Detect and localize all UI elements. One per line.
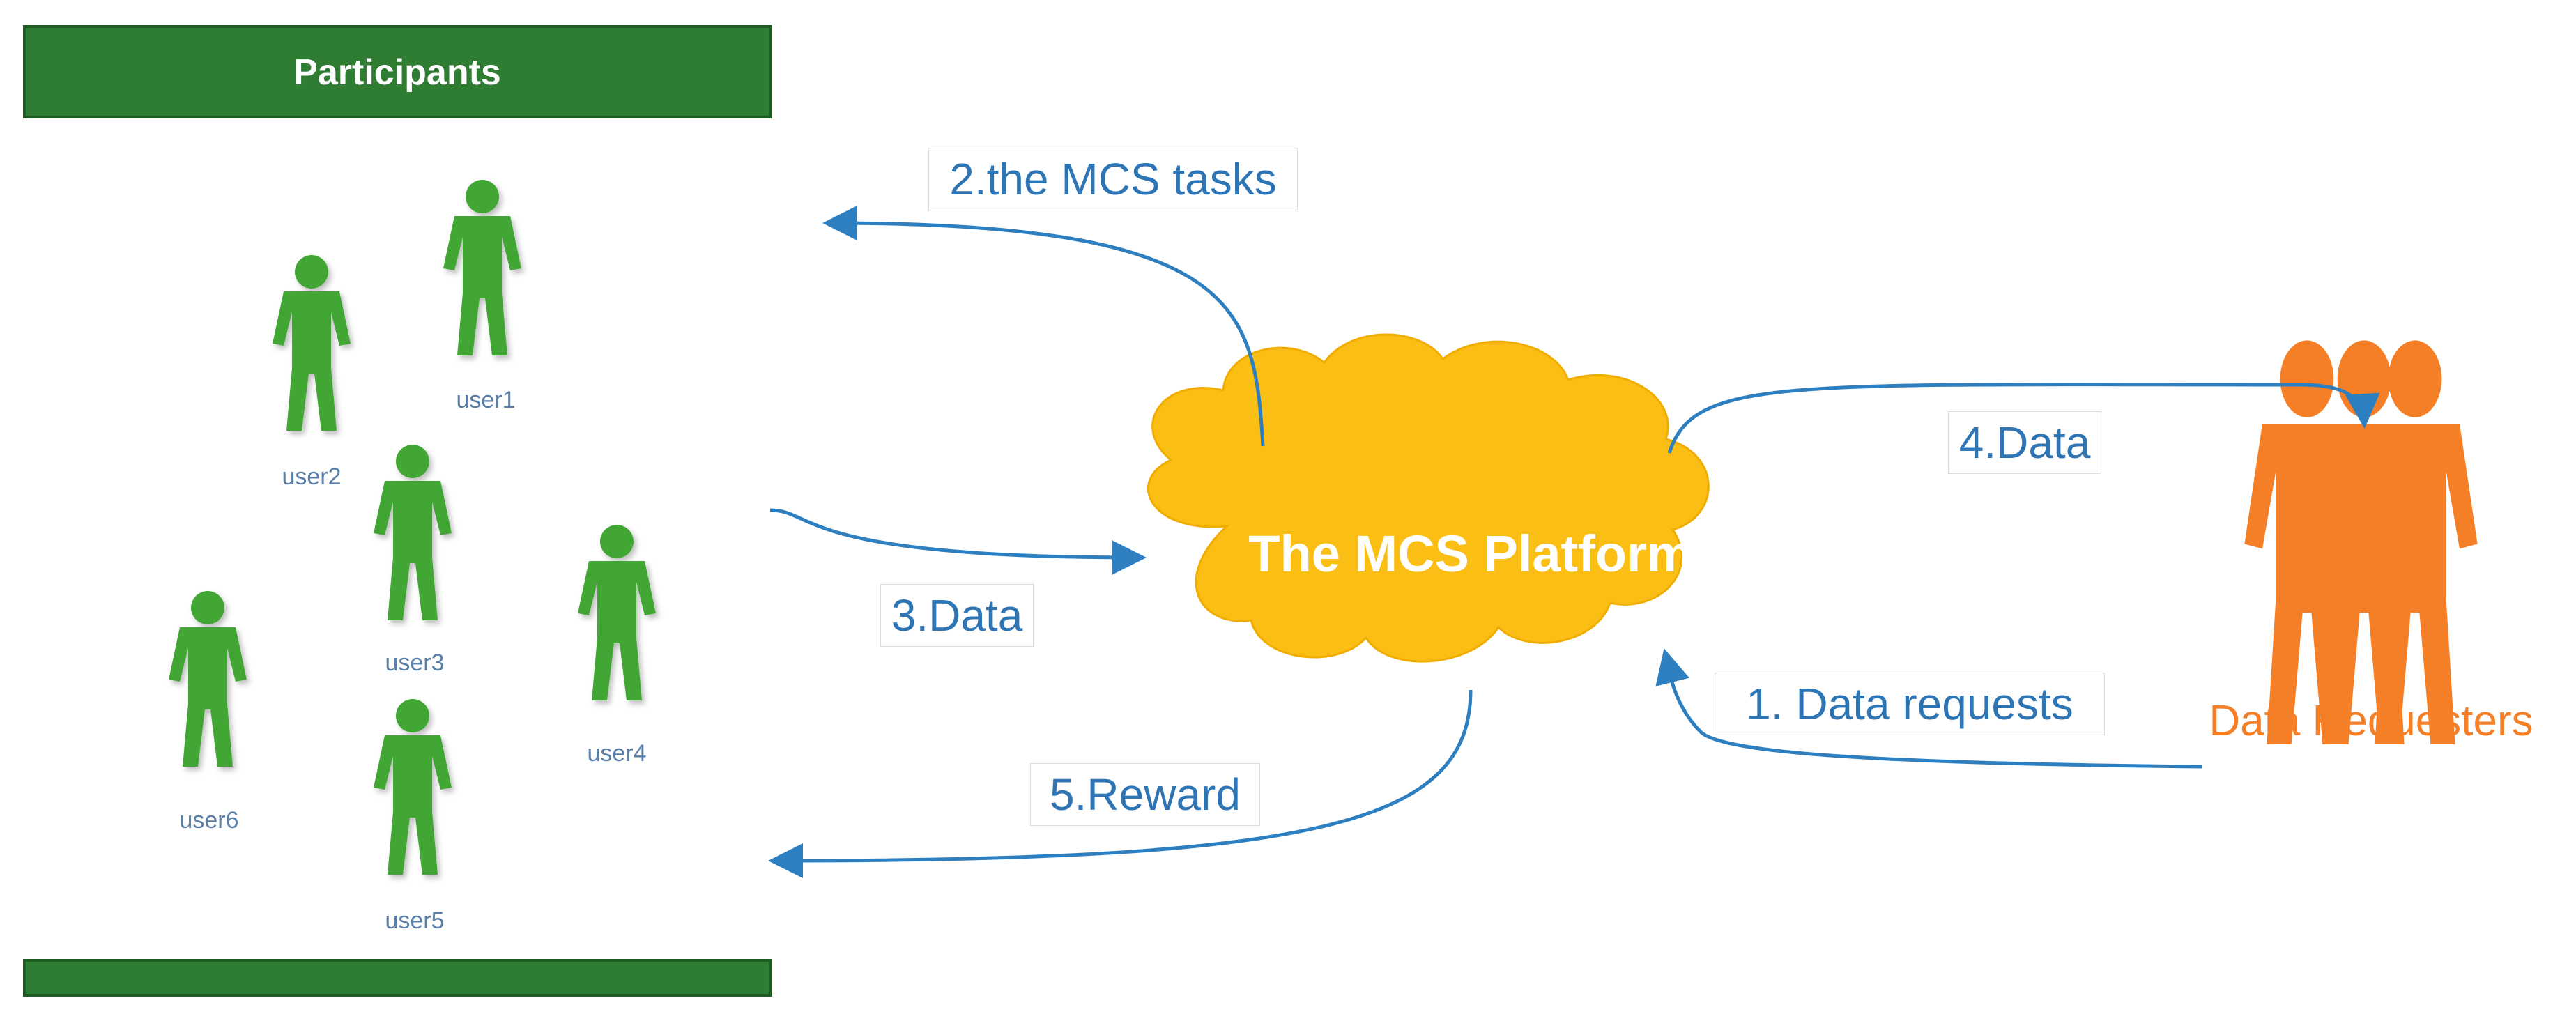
user3-figure: [374, 445, 452, 620]
mcs-platform-cloud: The MCS Platform: [1147, 333, 1710, 663]
user6-figure: [169, 591, 247, 767]
user1-label: user1: [456, 387, 515, 413]
user5-label: user5: [385, 907, 444, 934]
arrow-participant-data: [769, 508, 1147, 575]
label-participant-data: 3.Data: [880, 584, 1034, 647]
user2-label: user2: [282, 463, 341, 490]
user1-figure: [443, 180, 521, 355]
arrow-requester-data: [1667, 383, 2380, 454]
participants-header: Participants: [23, 25, 772, 118]
users-group: [169, 180, 656, 875]
user6-label: user6: [179, 807, 238, 834]
label-reward: 5.Reward: [1030, 763, 1260, 826]
label-mcs-tasks: 2.the MCS tasks: [928, 148, 1298, 210]
user3-label: user3: [385, 650, 444, 676]
arrow-data-requests: [1655, 648, 2203, 769]
user4-label: user4: [587, 740, 646, 767]
participants-footer: [23, 959, 772, 997]
arrow-reward: [768, 689, 1473, 878]
data-requesters-label: Data Requesters: [2209, 697, 2533, 745]
arrow-mcs-tasks: [822, 206, 1265, 447]
user4-figure: [578, 525, 656, 700]
flow-arrows: [768, 206, 2380, 878]
label-requester-data: 4.Data: [1948, 411, 2101, 474]
label-data-requests: 1. Data requests: [1715, 673, 2105, 735]
mcs-platform-label: The MCS Platform: [1248, 525, 1692, 583]
data-requesters-icon: [2244, 340, 2478, 744]
user2-figure: [273, 255, 351, 431]
user-labels: user1 user2 user3 user4 user5 user6: [179, 387, 646, 934]
participants-title: Participants: [293, 52, 501, 93]
user5-figure: [374, 699, 452, 875]
